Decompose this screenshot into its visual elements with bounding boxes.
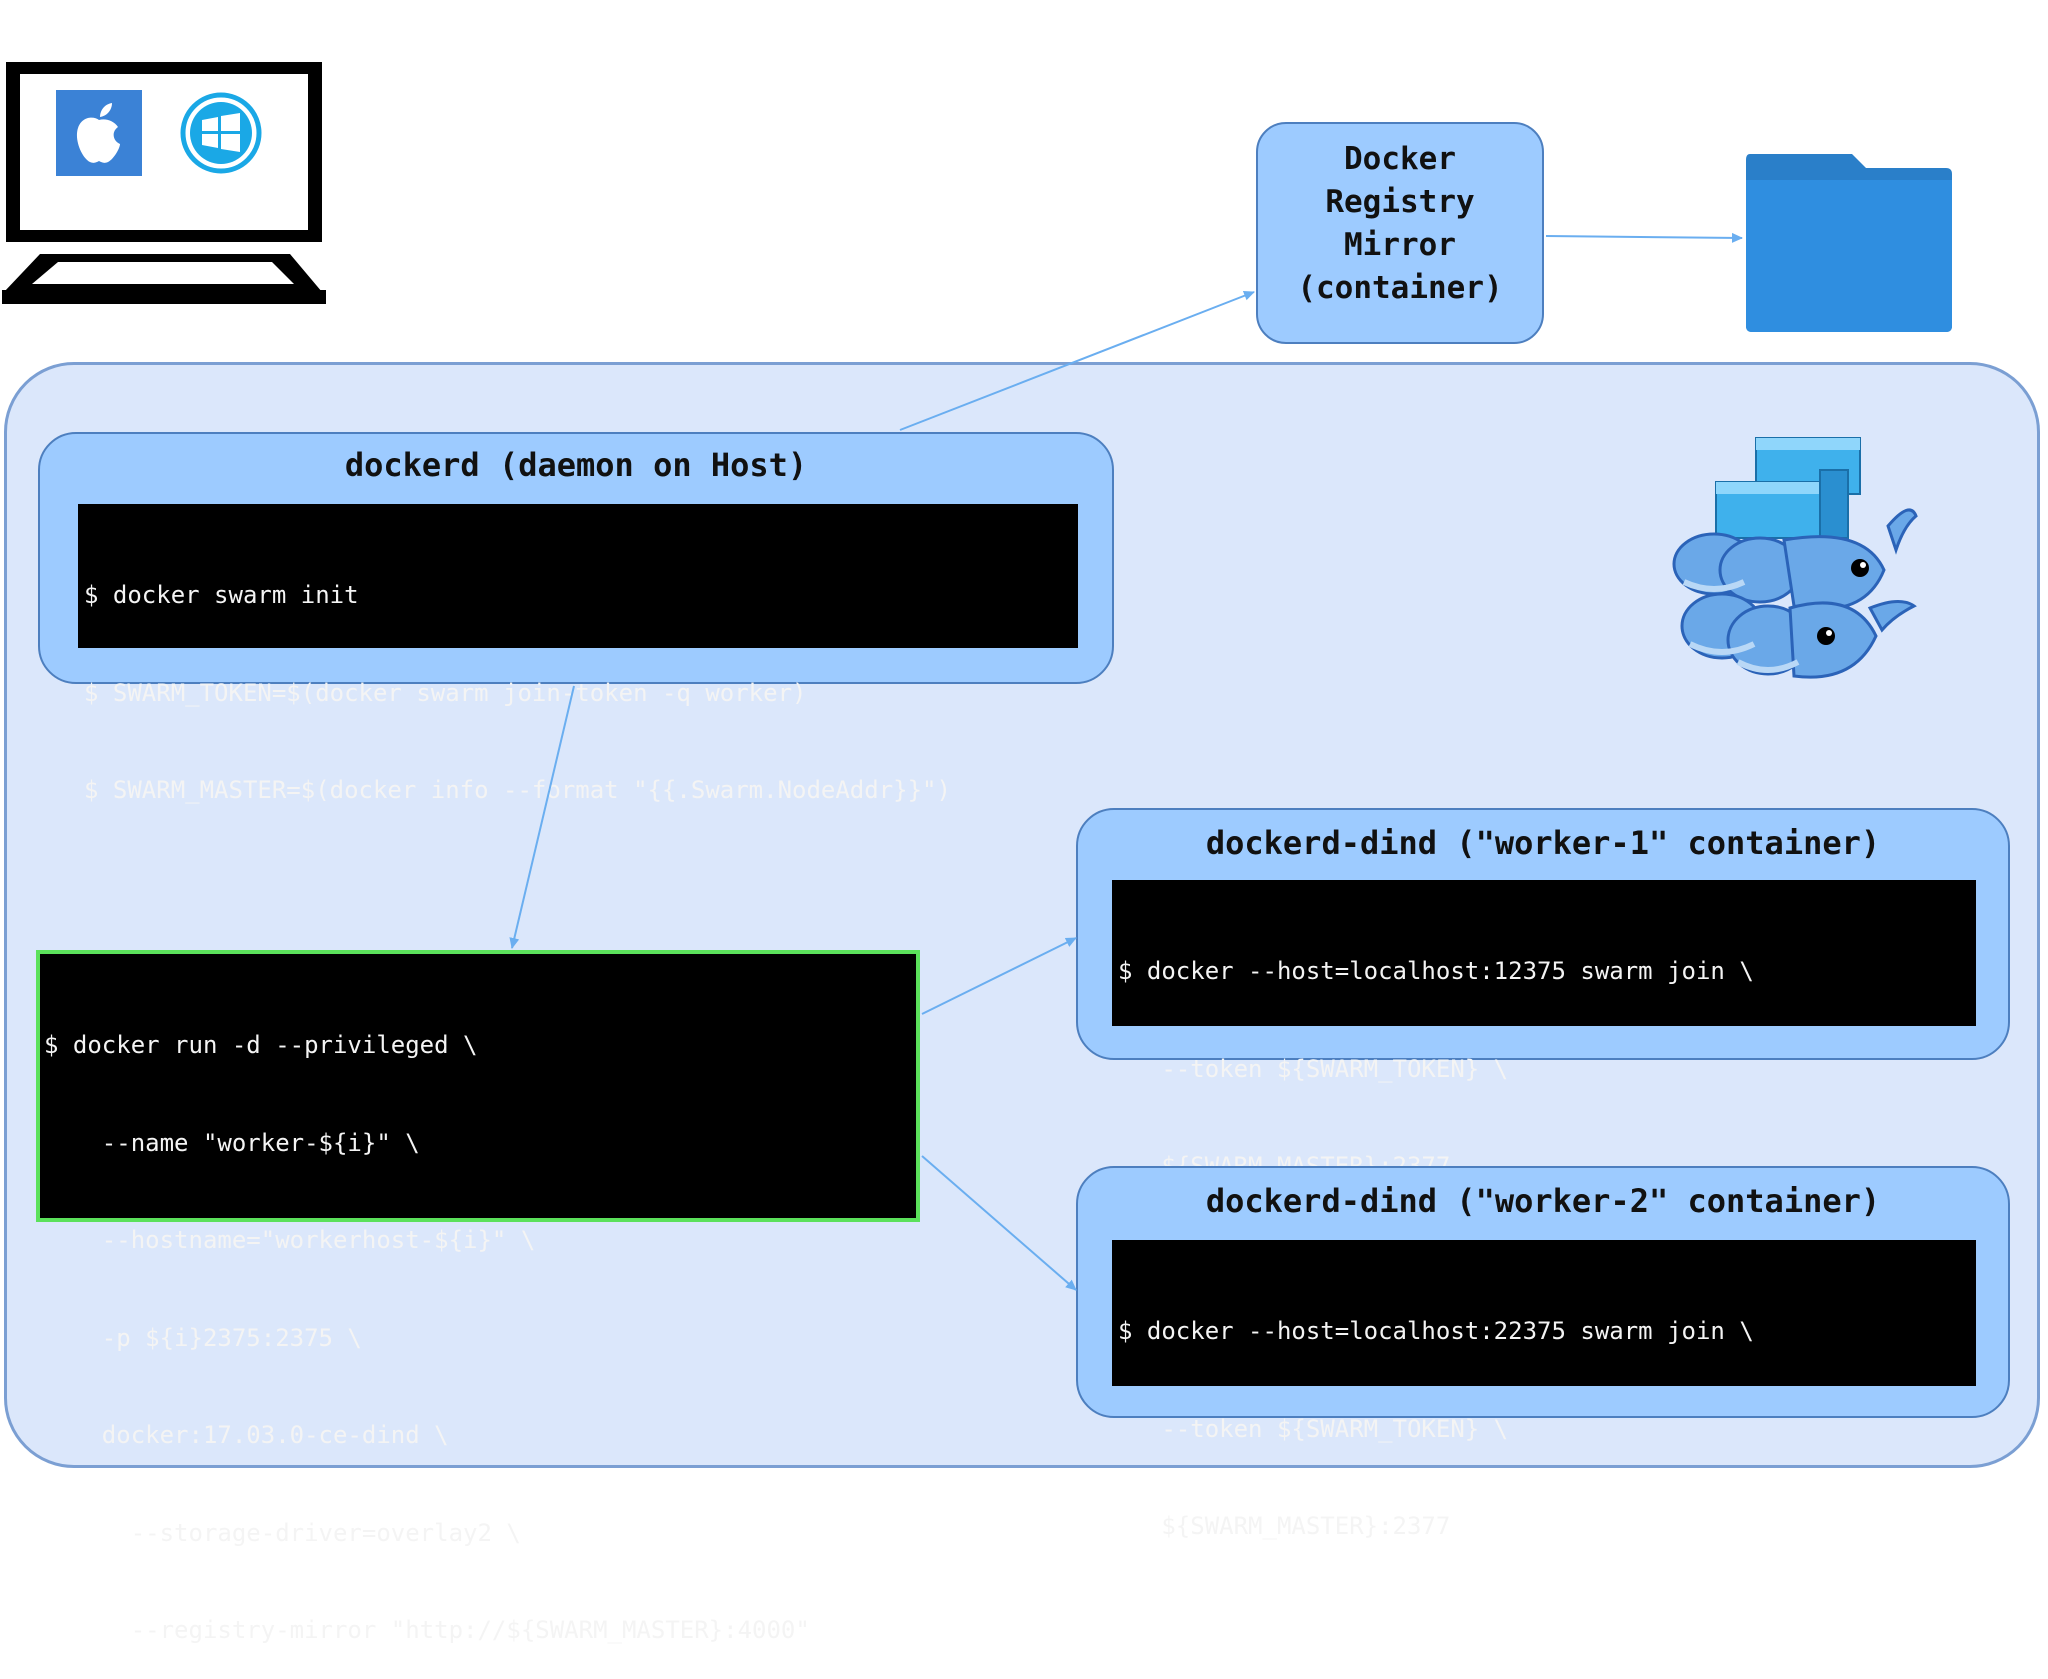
dockerd-terminal: $ docker swarm init $ SWARM_TOKEN=$(dock… [78, 504, 1078, 804]
terminal-line: --token ${SWARM_TOKEN} \ [1118, 1054, 1509, 1083]
terminal-line: $ SWARM_MASTER=$(docker info --format "{… [84, 776, 951, 804]
connector-arrows [509, 232, 1743, 1291]
apple-logo-icon [56, 90, 142, 176]
folder-icon [1742, 150, 1956, 336]
arrow-registry-to-folder [1545, 232, 1743, 243]
terminal-line: $ docker --host=localhost:22375 swarm jo… [1118, 1317, 1754, 1345]
terminal-line: --registry-mirror "http://${SWARM_MASTER… [44, 1616, 810, 1644]
terminal-line: --hostname="workerhost-${i}" \ [44, 1226, 536, 1254]
windows-logo-icon [178, 90, 264, 176]
worker-2-title: dockerd-dind ("worker-2" container) [1205, 1182, 1881, 1220]
terminal-line: $ docker --host=localhost:12375 swarm jo… [1118, 957, 1754, 985]
worker-2-terminal: $ docker --host=localhost:22375 swarm jo… [1112, 1240, 1976, 1540]
dockerd-title: dockerd (daemon on Host) [344, 446, 808, 484]
arrow-dockerd-to-registry [899, 290, 1255, 431]
registry-mirror-box: Docker Registry Mirror (container) [1256, 122, 1544, 344]
dockerd-panel: dockerd (daemon on Host) $ docker swarm … [38, 432, 1114, 804]
arrow-dockerd-to-run [509, 685, 575, 949]
arrow-run-to-worker-1 [921, 937, 1077, 1015]
registry-line-4: (container) [1297, 270, 1503, 306]
terminal-line: --token ${SWARM_TOKEN} \ [1118, 1414, 1509, 1443]
terminal-line: --name "worker-${i}" \ [44, 1128, 420, 1157]
docker-swarm-whales-icon [1664, 430, 1934, 700]
registry-line-3: Mirror [1344, 227, 1456, 263]
worker-1-title: dockerd-dind ("worker-1" container) [1205, 824, 1881, 862]
terminal-line: $ SWARM_TOKEN=$(docker swarm join-token … [84, 678, 807, 707]
registry-line-2: Registry [1325, 184, 1475, 220]
arrow-run-to-worker-2 [921, 1155, 1077, 1291]
terminal-line: ${SWARM_MASTER}:2377 [1118, 1512, 1451, 1540]
registry-line-1: Docker [1344, 141, 1456, 177]
terminal-line: docker:17.03.0-ce-dind \ [44, 1421, 449, 1449]
worker-2-panel: dockerd-dind ("worker-2" container) $ do… [1076, 1166, 2010, 1540]
terminal-line: $ docker swarm init [84, 581, 359, 609]
worker-1-panel: dockerd-dind ("worker-1" container) $ do… [1076, 808, 2010, 1180]
terminal-line: -p ${i}2375:2375 \ [44, 1323, 362, 1352]
terminal-line: $ docker run -d --privileged \ [44, 1031, 478, 1059]
